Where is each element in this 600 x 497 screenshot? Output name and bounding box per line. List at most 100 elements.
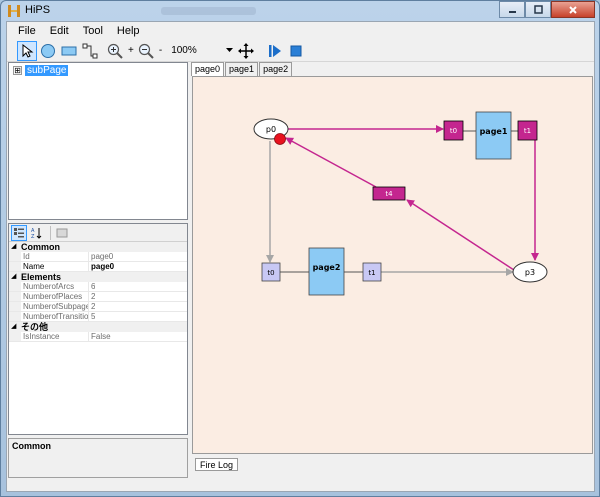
collapse-icon: ◢ bbox=[11, 243, 17, 250]
move-icon bbox=[238, 42, 255, 59]
stop-button[interactable] bbox=[286, 41, 306, 61]
arc-tool-button[interactable] bbox=[80, 41, 100, 61]
close-button[interactable] bbox=[551, 1, 595, 18]
transition-tool-button[interactable] bbox=[59, 41, 79, 61]
property-name: NumberofTransitions bbox=[23, 312, 89, 321]
menu-file[interactable]: File bbox=[18, 25, 36, 37]
transition-label: t4 bbox=[385, 190, 393, 198]
pan-tool-button[interactable] bbox=[236, 41, 256, 61]
property-gutter bbox=[9, 292, 21, 301]
minimize-icon bbox=[508, 11, 516, 13]
property-row[interactable]: NumberofTransitions5 bbox=[9, 312, 187, 322]
property-description-panel: Common bbox=[8, 438, 188, 478]
transition-t0-magenta[interactable]: t0 bbox=[443, 120, 464, 141]
editor-pane: page0 page1 page2 bbox=[191, 62, 594, 492]
property-gutter bbox=[9, 332, 21, 341]
toolbar: + - 100% bbox=[7, 40, 594, 62]
collapse-icon: ◢ bbox=[11, 273, 17, 280]
zoom-out-label: - bbox=[158, 45, 163, 56]
token-icon bbox=[274, 133, 286, 145]
property-gutter bbox=[9, 252, 21, 261]
dropdown-arrow-icon bbox=[226, 48, 234, 52]
petri-net-diagram[interactable]: p0 p3 t0 t1 bbox=[193, 77, 592, 453]
property-category-header[interactable]: ◢ Elements bbox=[9, 272, 187, 282]
menu-tool[interactable]: Tool bbox=[82, 25, 103, 37]
categorized-icon bbox=[14, 227, 24, 237]
place-p3[interactable]: p3 bbox=[512, 261, 548, 283]
property-value[interactable]: page0 bbox=[91, 262, 115, 271]
property-pages-button[interactable] bbox=[54, 225, 70, 241]
transition-t0-lavender[interactable]: t0 bbox=[261, 262, 281, 282]
zoom-level-select[interactable]: 100% bbox=[168, 42, 236, 59]
tab-page1[interactable]: page1 bbox=[225, 62, 259, 76]
client-area: File Edit Tool Help + bbox=[6, 21, 595, 492]
step-forward-icon bbox=[269, 44, 282, 57]
minimize-button[interactable] bbox=[499, 1, 525, 18]
property-name: NumberofPlaces bbox=[21, 292, 89, 301]
property-name: IsInstance bbox=[21, 332, 89, 341]
transition-t1-magenta[interactable]: t1 bbox=[517, 120, 538, 141]
app-logo-icon bbox=[8, 5, 20, 17]
maximize-icon bbox=[533, 5, 543, 14]
category-label: Elements bbox=[21, 272, 62, 282]
property-name: Name bbox=[21, 262, 89, 271]
page-tree-view[interactable]: ⊞ subPage bbox=[8, 62, 188, 220]
stop-icon bbox=[290, 45, 302, 56]
category-label: Common bbox=[21, 242, 60, 252]
property-pages-icon bbox=[56, 228, 68, 237]
place-label: p3 bbox=[525, 268, 535, 277]
arc-t4-p0[interactable] bbox=[285, 137, 377, 188]
zoom-in-button[interactable] bbox=[105, 41, 125, 61]
menu-edit[interactable]: Edit bbox=[49, 25, 69, 37]
petri-net-canvas[interactable]: p0 p3 t0 t1 bbox=[193, 77, 592, 453]
subpage-page1[interactable]: page1 bbox=[475, 111, 512, 160]
menu-help[interactable]: Help bbox=[116, 25, 140, 37]
expand-icon[interactable]: ⊞ bbox=[13, 66, 22, 75]
title-bar[interactable]: HiPS bbox=[1, 1, 599, 21]
property-value: 6 bbox=[91, 282, 96, 291]
window-title: HiPS bbox=[25, 4, 51, 16]
place-label: p0 bbox=[266, 125, 276, 134]
tree-node-subpage[interactable]: ⊞ subPage bbox=[13, 65, 69, 76]
zoom-out-button[interactable] bbox=[136, 41, 156, 61]
collapse-icon: ◢ bbox=[11, 323, 17, 330]
tab-page0[interactable]: page0 bbox=[191, 62, 225, 76]
rectangle-icon bbox=[61, 46, 77, 55]
subpage-page2[interactable]: page2 bbox=[308, 247, 345, 296]
page-tabs: page0 page1 page2 bbox=[191, 62, 293, 76]
subpage-label: page1 bbox=[480, 127, 508, 136]
property-value: 5 bbox=[91, 312, 96, 321]
subpage-label: page2 bbox=[313, 263, 341, 272]
select-tool-button[interactable] bbox=[17, 40, 37, 61]
category-label: その他 bbox=[21, 322, 49, 332]
tab-page2[interactable]: page2 bbox=[259, 62, 293, 76]
categorized-view-button[interactable] bbox=[11, 224, 27, 241]
toolbar-separator bbox=[50, 225, 51, 240]
tree-node-label[interactable]: subPage bbox=[25, 65, 69, 76]
transition-label: t1 bbox=[524, 127, 531, 135]
zoom-level-value: 100% bbox=[171, 45, 197, 56]
tab-fire-log[interactable]: Fire Log bbox=[195, 458, 239, 471]
transition-t4[interactable]: t4 bbox=[372, 186, 406, 201]
property-category-header[interactable]: ◢ その他 bbox=[9, 322, 187, 332]
step-run-button[interactable] bbox=[265, 41, 285, 61]
svg-text:A: A bbox=[31, 228, 35, 234]
place-tool-button[interactable] bbox=[38, 41, 58, 61]
property-value: 2 bbox=[91, 292, 96, 301]
property-category-header[interactable]: ◢ Common bbox=[9, 242, 187, 252]
transition-t1-lavender[interactable]: t1 bbox=[362, 262, 382, 282]
maximize-button[interactable] bbox=[525, 1, 551, 18]
arc-p3-t4[interactable] bbox=[406, 199, 518, 273]
